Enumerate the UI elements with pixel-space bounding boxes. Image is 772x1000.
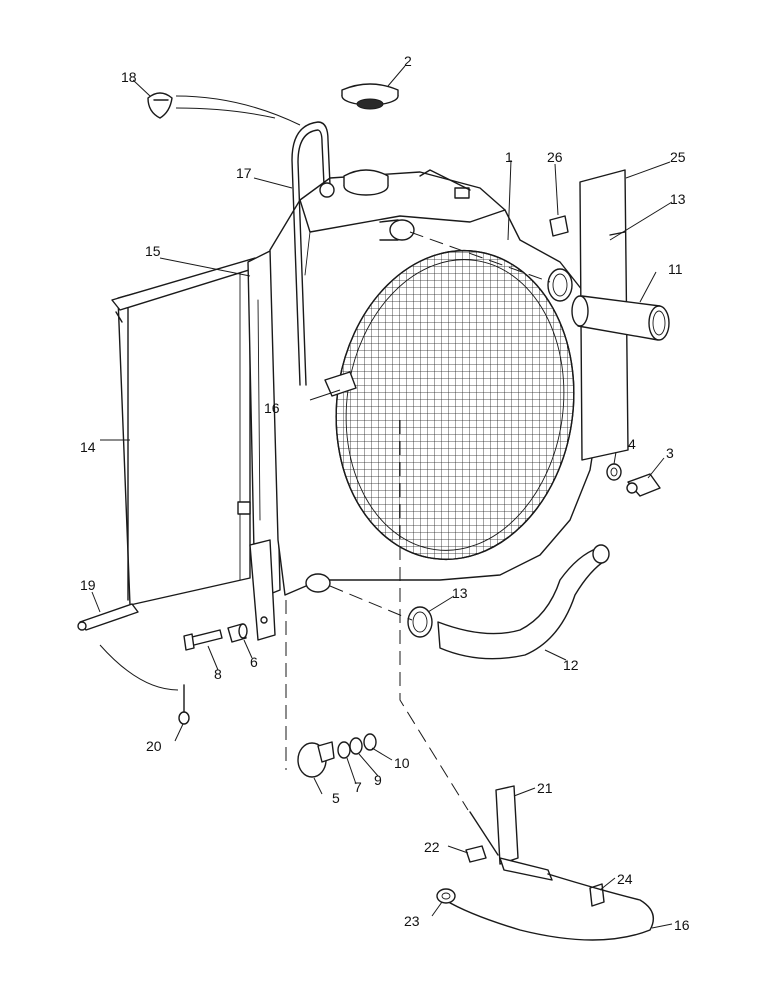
washer-9 bbox=[349, 737, 363, 755]
label-part-24: 24 bbox=[617, 871, 633, 887]
lower-hose bbox=[437, 544, 610, 660]
ring-terminal-23 bbox=[436, 888, 456, 904]
label-part-5: 5 bbox=[332, 790, 340, 806]
bolt-22 bbox=[465, 845, 487, 863]
label-part-26: 26 bbox=[547, 149, 563, 165]
label-part-17: 17 bbox=[236, 165, 252, 181]
label-part-1: 1 bbox=[505, 149, 513, 165]
label-part-21: 21 bbox=[537, 780, 553, 796]
upper-hose bbox=[571, 295, 670, 341]
label-part-15: 15 bbox=[145, 243, 161, 259]
lower-hose-clamp bbox=[407, 606, 433, 638]
radiator-cap bbox=[341, 83, 399, 110]
spacer-6 bbox=[227, 623, 248, 643]
bolt-8 bbox=[183, 629, 223, 651]
label-part-12: 12 bbox=[563, 657, 579, 673]
label-part-6: 6 bbox=[250, 654, 258, 670]
label-part-13-upper: 13 bbox=[670, 191, 686, 207]
label-part-2: 2 bbox=[404, 53, 412, 69]
pin-20 bbox=[99, 644, 190, 725]
label-part-23: 23 bbox=[404, 913, 420, 929]
label-part-16-clip: 16 bbox=[264, 400, 280, 416]
part-labels: 1 2 3 4 5 6 7 8 9 10 11 12 13 13 14 15 1… bbox=[80, 53, 690, 933]
label-part-22: 22 bbox=[424, 839, 440, 855]
assembly-lines bbox=[285, 231, 551, 811]
leader-lines bbox=[91, 65, 673, 929]
label-part-14: 14 bbox=[80, 439, 96, 455]
radiator-screen bbox=[77, 257, 263, 631]
nut-10 bbox=[363, 733, 377, 751]
mounting-bracket bbox=[249, 539, 276, 641]
hose-clip-18 bbox=[147, 92, 301, 126]
overflow-pipe bbox=[291, 121, 357, 397]
upper-hose-clamp bbox=[547, 268, 573, 302]
clip-26 bbox=[549, 215, 569, 237]
label-part-4: 4 bbox=[628, 436, 636, 452]
label-part-10: 10 bbox=[394, 755, 410, 771]
label-part-8: 8 bbox=[214, 666, 222, 682]
label-part-20: 20 bbox=[146, 738, 162, 754]
label-part-25: 25 bbox=[670, 149, 686, 165]
label-part-11: 11 bbox=[668, 261, 683, 277]
label-part-3: 3 bbox=[666, 445, 674, 461]
drain-tap bbox=[626, 473, 661, 497]
washer-7 bbox=[337, 741, 351, 759]
label-part-7: 7 bbox=[354, 779, 362, 795]
sensor-cable bbox=[444, 873, 654, 941]
washer-4 bbox=[606, 463, 622, 481]
label-part-16-cable: 16 bbox=[674, 917, 690, 933]
mount-rubber-5 bbox=[297, 741, 335, 778]
radiator-core bbox=[330, 249, 590, 570]
label-part-19: 19 bbox=[80, 577, 96, 593]
sensor-bracket bbox=[469, 785, 553, 881]
label-part-18: 18 bbox=[121, 69, 137, 85]
label-part-9: 9 bbox=[374, 772, 382, 788]
label-part-13-lower: 13 bbox=[452, 585, 468, 601]
